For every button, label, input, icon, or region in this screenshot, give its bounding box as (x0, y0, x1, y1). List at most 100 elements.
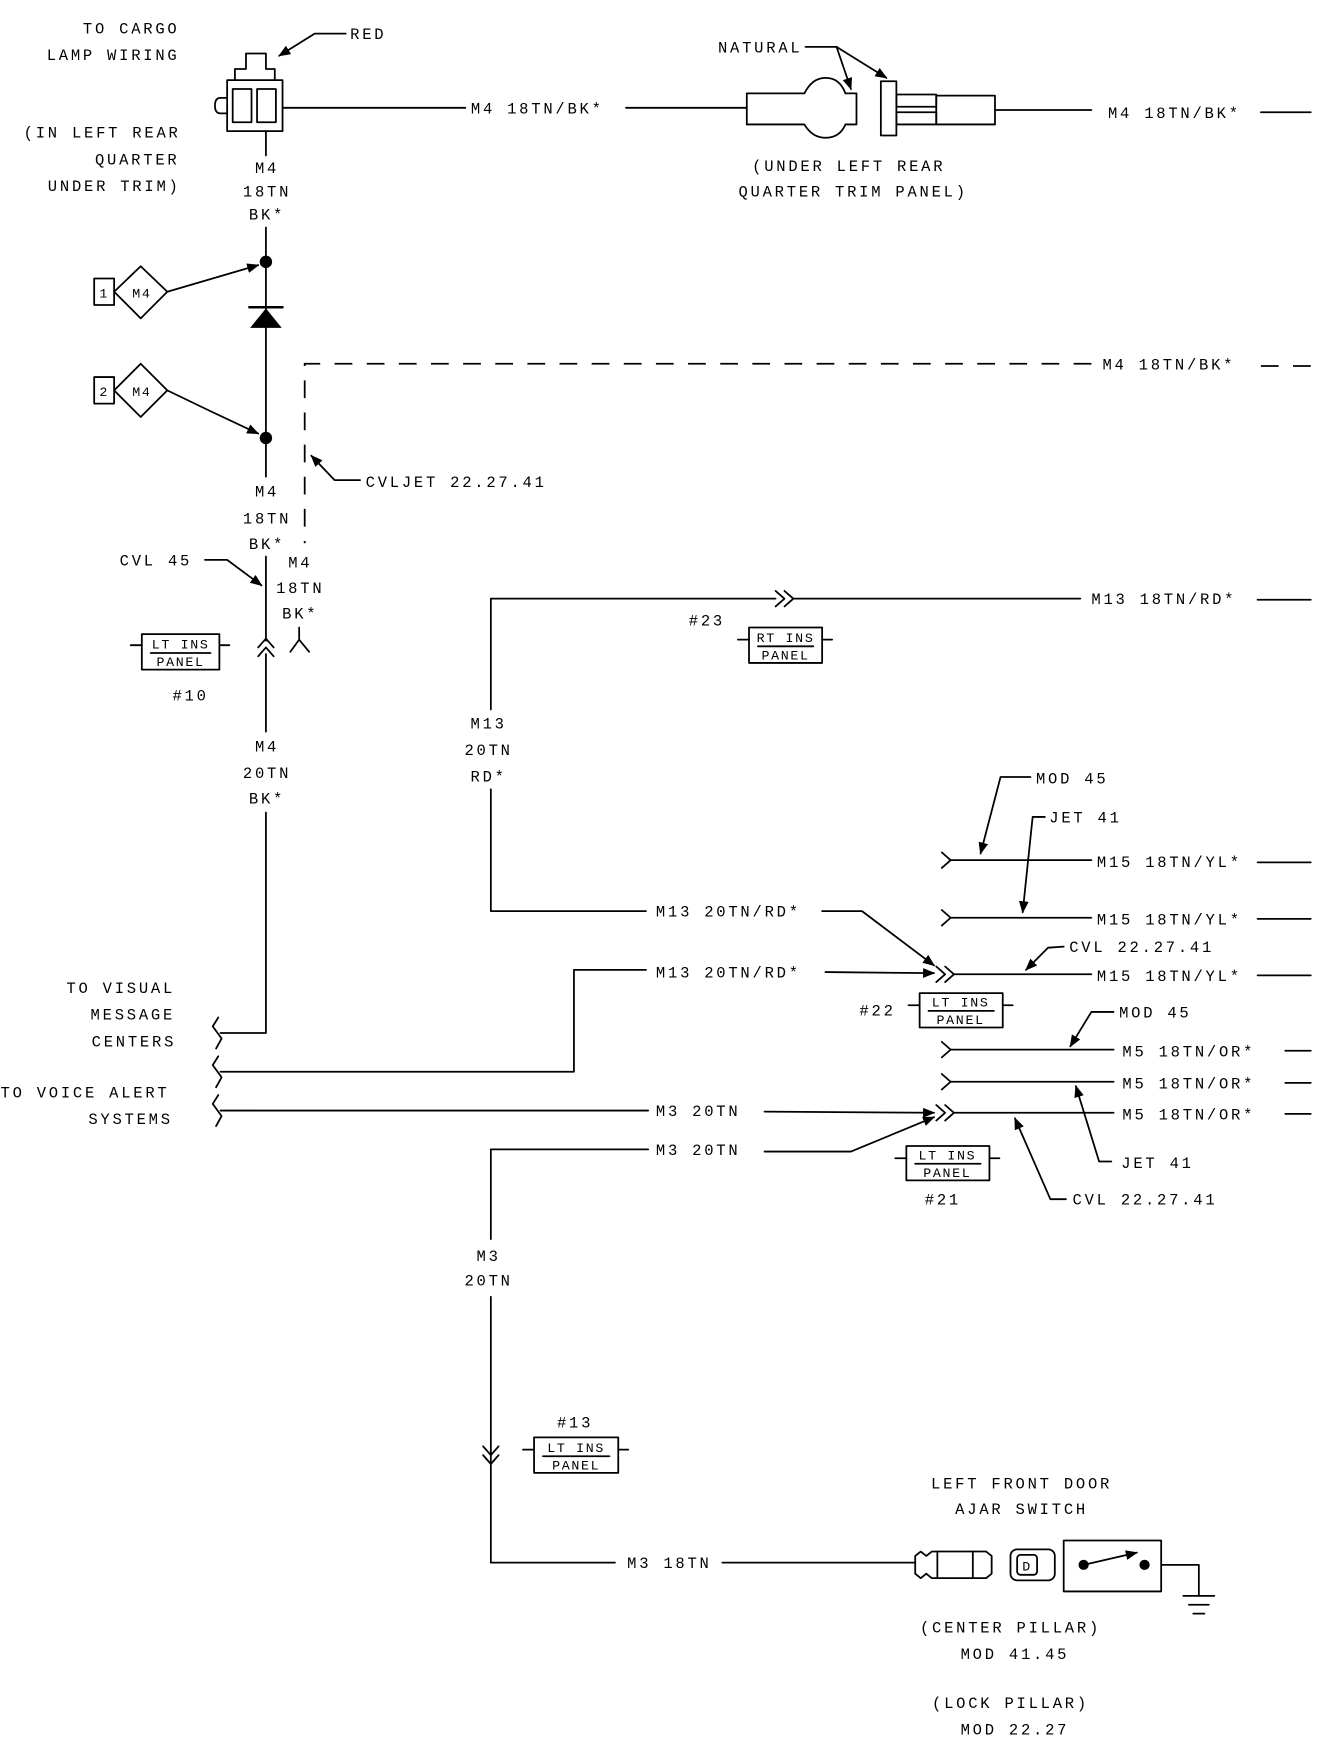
male-connector-pin (895, 111, 938, 126)
wire-label: M13 20TN/RD* (656, 965, 801, 983)
switch-contact (1139, 1559, 1150, 1570)
connector-name-line-1: LT INS (932, 995, 990, 1010)
connector-chevron-up (257, 646, 275, 658)
wire-break-symbol (211, 1016, 223, 1050)
connector-cavity-2 (256, 88, 277, 124)
color-callout-arrow (835, 45, 853, 91)
switch-connector-body (1009, 1548, 1056, 1582)
connector-chevron (774, 590, 786, 608)
connector-name-line-2: PANEL (923, 1166, 971, 1181)
m3-wiring: M3 20TN M3 20TN M3 20TN M3 18TN (219, 1103, 936, 1573)
connector-color-label: NATURAL (718, 39, 803, 57)
wire-segment (489, 788, 647, 913)
cargo-lamp-location-line-3: UNDER TRIM) (48, 178, 181, 196)
note-callout-arrow (1069, 1011, 1115, 1048)
splice-callout-arrow (166, 389, 260, 435)
connector-chevron (935, 965, 947, 983)
m15-wiring: M15 18TN/YL* M15 18TN/YL* M15 18TN/YL* M… (935, 771, 1312, 986)
connector-lock (214, 96, 229, 115)
wire-label: M13 20TN/RD* (656, 904, 801, 922)
cvl-note: CVL 22.27.41 (1069, 939, 1214, 957)
wire-circuit: M4 (255, 160, 279, 178)
wire-segment (824, 968, 936, 978)
splice-callout-arrow (166, 263, 260, 293)
note-callout-arrow (1025, 945, 1065, 971)
connector-chevron-down (482, 1445, 500, 1457)
inline-connector-23: RT INS PANEL #23 (689, 612, 833, 664)
wire-label: M4 18TN/BK* (471, 100, 604, 118)
wire-label: M4 18TN/BK* (1108, 105, 1241, 123)
female-connector-body (745, 77, 858, 139)
connector-chevron (940, 909, 952, 927)
wire-gauge: 18TN (276, 580, 324, 598)
inline-connector-21: LT INS PANEL #21 (894, 1145, 1001, 1210)
switch-body (1062, 1539, 1163, 1593)
wire-segment (219, 968, 647, 1073)
wire-gauge: 20TN (243, 765, 291, 783)
connector-chevron (944, 1104, 955, 1122)
diode-symbol (250, 308, 282, 328)
switch-location-2-mod: MOD 22.27 (961, 1721, 1070, 1739)
wire-label: M13 18TN/RD* (1091, 591, 1236, 609)
wire-label: M15 18TN/YL* (1097, 911, 1242, 929)
wire-segment (763, 1116, 936, 1153)
wire-color: BK* (249, 207, 285, 225)
switch-lever (1082, 1550, 1138, 1566)
connector-location-line-1: (UNDER LEFT REAR (752, 158, 945, 176)
wire-circuit: M4 (288, 555, 312, 573)
connector-number: #23 (689, 612, 725, 630)
connector-chevron-up (257, 637, 275, 649)
cargo-lamp-location-line-1: (IN LEFT REAR (24, 125, 181, 143)
wire-color: BK* (249, 536, 285, 554)
m13-wiring: M13 18TN/RD* M13 20TN RD* M13 20TN/RD* M… (219, 590, 1312, 1073)
wire-segment (821, 910, 936, 967)
trim-panel-wire: M4 18TN/BK* (281, 100, 748, 118)
wire-gauge: 18TN (243, 183, 291, 201)
wire-circuit: M3 (477, 1248, 501, 1266)
wire-label: M3 20TN (656, 1103, 741, 1121)
connector-box (140, 633, 221, 671)
visual-message-line-2: MESSAGE (91, 1007, 176, 1025)
wire-segment (219, 811, 267, 1034)
connector-box (918, 992, 1004, 1029)
m4-main-wire: M4 18TN BK* M4 18TN BK* M4 20TN BK* CVL … (120, 130, 291, 1034)
connector-number: #21 (925, 1192, 961, 1210)
inline-connector-22: LT INS PANEL #22 (859, 992, 1014, 1029)
cvl-45-note: CVL 45 (120, 552, 192, 570)
note-callout-arrow (978, 776, 1032, 855)
male-connector-body (935, 94, 996, 126)
destination-labels: TO VISUAL MESSAGE CENTERS TO VOICE ALERT… (1, 980, 223, 1129)
wire-segment (489, 597, 777, 711)
wire-gauge: 20TN (464, 1273, 512, 1291)
connector-box (748, 626, 824, 664)
note-callout-arrow (1074, 1085, 1113, 1163)
wire-label: M15 18TN/YL* (1097, 854, 1242, 872)
splice-dot-2 (259, 431, 273, 445)
splice-2: 2 M4 (93, 362, 260, 435)
jet-41-note: JET 41 (1049, 809, 1121, 827)
switch-pin-box (1016, 1553, 1038, 1576)
cargo-lamp-color-label: RED (350, 26, 386, 44)
connector-number: #13 (557, 1414, 593, 1432)
switch-pin-label: D (1022, 1559, 1032, 1574)
wire-break-symbol (211, 1094, 223, 1127)
wire-gauge: 18TN (243, 510, 291, 528)
note-callout-arrow (204, 558, 263, 587)
cvl-note: CVL 22.27.41 (1073, 1192, 1218, 1210)
m4-dashed-branch: M4 18TN/BK* CVLJET 22.27.41 M4 18TN BK* (276, 356, 1311, 653)
splice-id: M4 (132, 385, 151, 400)
splice-1: 1 M4 (93, 263, 260, 320)
connector-terminal (289, 638, 311, 653)
wire-label: M3 20TN (656, 1142, 741, 1160)
connector-name-line-1: RT INS (757, 631, 815, 646)
connector-name-line-2: PANEL (552, 1459, 600, 1474)
inline-connector-10: LT INS PANEL #10 (129, 633, 231, 706)
switch-title-line-2: AJAR SWITCH (955, 1501, 1088, 1519)
connector-cavity-1 (231, 88, 253, 124)
connector-chevron (783, 590, 795, 608)
wire-label: M5 18TN/OR* (1122, 1043, 1255, 1061)
connector-chevron (940, 851, 952, 869)
connector-box (905, 1145, 991, 1182)
color-callout-arrow (835, 45, 888, 79)
wire-circuit: M13 (471, 715, 507, 733)
